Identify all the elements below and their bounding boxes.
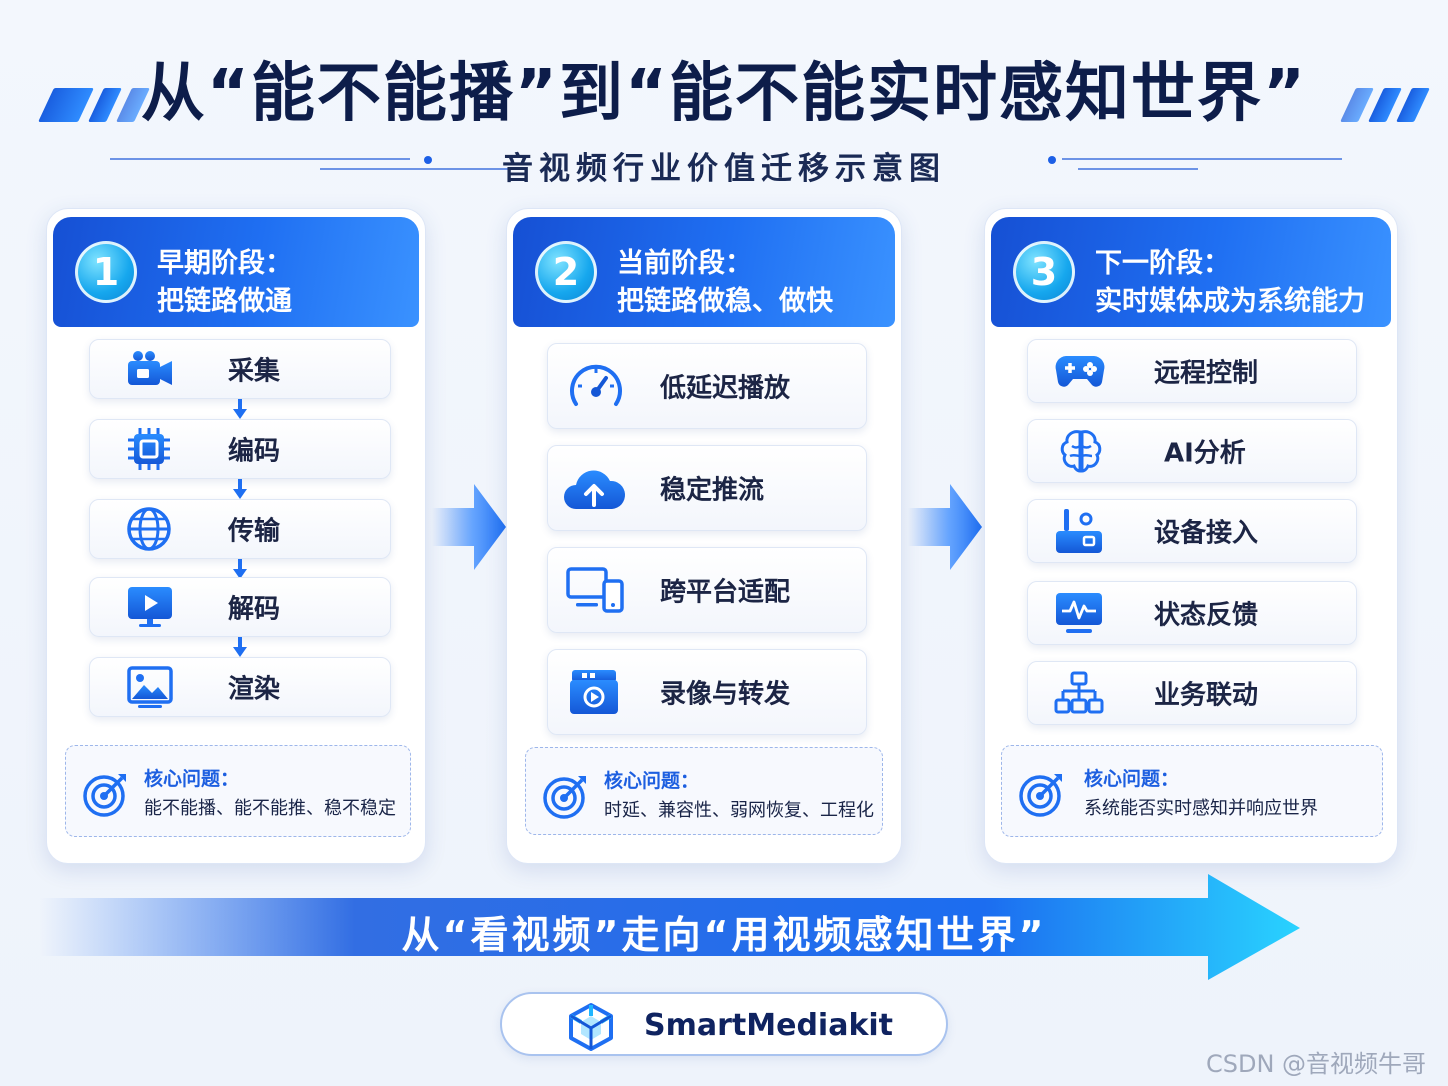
list-item-encode: 编码 [89, 419, 391, 479]
down-arrow-icon [233, 559, 247, 579]
item-label: 跨平台适配 [660, 577, 791, 608]
stage-1-goal: 把链路做通 [157, 286, 292, 317]
cloud-upload-icon [564, 470, 626, 509]
org-chart-icon [1054, 671, 1104, 714]
list-item-remote-control: 远程控制 [1027, 339, 1357, 403]
item-label: 采集 [228, 356, 281, 387]
item-label: 渲染 [228, 674, 281, 705]
target-icon [83, 774, 126, 817]
list-item-render: 渲染 [89, 657, 391, 717]
bottom-banner-arrow [40, 874, 1300, 980]
stage-1-card: 1 早期阶段： 把链路做通 采集 编码 传 [46, 208, 426, 864]
devices-icon [566, 567, 624, 613]
pulse-monitor-icon [1056, 593, 1102, 633]
item-label: 解码 [228, 594, 281, 625]
stage-3-number-badge: 3 [1013, 241, 1075, 303]
list-item-device-access: 设备接入 [1027, 499, 1357, 563]
core-issue-text: 能不能播、能不能推、稳不稳定 [144, 798, 396, 819]
globe-icon [127, 507, 171, 551]
list-item-decode: 解码 [89, 577, 391, 637]
stage-1-core-issue: 核心问题： 能不能播、能不能推、稳不稳定 [65, 745, 411, 837]
subtitle-line-right [1048, 150, 1348, 174]
item-label: 设备接入 [1154, 518, 1259, 549]
stage-3-goal: 实时媒体成为系统能力 [1095, 286, 1365, 317]
device-router-icon [1056, 509, 1102, 553]
stage-arrow-2-to-3 [908, 484, 982, 570]
cube-logo-icon [569, 1003, 613, 1051]
list-item-low-latency: 低延迟播放 [547, 343, 867, 429]
brain-icon [1060, 430, 1102, 473]
core-issue-title: 核心问题： [1084, 768, 1180, 790]
core-issue-text: 系统能否实时感知并响应世界 [1084, 798, 1318, 819]
right-stripes-decoration [1340, 88, 1430, 122]
stage-2-goal: 把链路做稳、做快 [617, 286, 833, 317]
down-arrow-icon [233, 399, 247, 419]
chip-icon [128, 428, 170, 470]
item-label: 稳定推流 [660, 475, 765, 506]
stage-1-number-badge: 1 [75, 241, 137, 303]
subtitle-line-left [110, 150, 510, 174]
item-label: 编码 [228, 436, 281, 467]
video-folder-icon [570, 670, 618, 714]
brand-name: SmartMediakit [644, 1008, 894, 1043]
down-arrow-icon [233, 637, 247, 657]
item-label: 业务联动 [1154, 680, 1259, 711]
list-item-business-linkage: 业务联动 [1027, 661, 1357, 725]
stage-3-core-issue: 核心问题： 系统能否实时感知并响应世界 [1001, 745, 1383, 837]
stage-1-header: 1 早期阶段： 把链路做通 [53, 217, 419, 327]
item-label: AI分析 [1164, 438, 1246, 469]
item-label: 传输 [228, 516, 281, 547]
list-item-status-feedback: 状态反馈 [1027, 581, 1357, 645]
image-icon [127, 666, 173, 708]
page-subtitle: 音视频行业价值迁移示意图 [502, 151, 946, 187]
list-item-ai-analysis: AI分析 [1027, 419, 1357, 483]
stage-3-title: 下一阶段： [1095, 248, 1230, 279]
list-item-capture: 采集 [89, 339, 391, 399]
stage-2-number-badge: 2 [535, 241, 597, 303]
bottom-banner-text: 从“看视频”走向“用视频感知世界” [401, 913, 1047, 957]
brand-badge: SmartMediakit [500, 992, 948, 1056]
item-label: 状态反馈 [1154, 600, 1259, 631]
stage-1-title: 早期阶段： [157, 248, 292, 279]
item-label: 远程控制 [1154, 358, 1259, 389]
list-item-transmit: 传输 [89, 499, 391, 559]
core-issue-text: 时延、兼容性、弱网恢复、工程化 [604, 800, 874, 821]
stage-3-header: 3 下一阶段： 实时媒体成为系统能力 [991, 217, 1391, 327]
stage-2-core-issue: 核心问题： 时延、兼容性、弱网恢复、工程化 [525, 747, 883, 835]
core-issue-title: 核心问题： [604, 770, 700, 792]
video-camera-icon [128, 351, 172, 385]
stage-3-card: 3 下一阶段： 实时媒体成为系统能力 远程控制 AI分析 设备接入 [984, 208, 1398, 864]
down-arrow-icon [233, 479, 247, 499]
list-item-record-forward: 录像与转发 [547, 649, 867, 735]
item-label: 录像与转发 [660, 679, 791, 710]
stage-2-title: 当前阶段： [617, 248, 752, 279]
core-issue-title: 核心问题： [144, 768, 240, 790]
target-icon [1019, 774, 1062, 817]
list-item-stable-push: 稳定推流 [547, 445, 867, 531]
monitor-play-icon [128, 587, 172, 627]
speedometer-icon [570, 364, 622, 406]
watermark-text: CSDN @音视频牛哥 [1206, 1050, 1427, 1078]
item-label: 低延迟播放 [660, 373, 791, 404]
stage-2-card: 2 当前阶段： 把链路做稳、做快 低延迟播放 稳定推流 跨平台适配 [506, 208, 902, 864]
page-title: 从“能不能播”到“能不能实时感知世界” [140, 57, 1308, 131]
stage-arrow-1-to-2 [432, 484, 506, 570]
target-icon [543, 776, 586, 819]
list-item-cross-platform: 跨平台适配 [547, 547, 867, 633]
stage-2-header: 2 当前阶段： 把链路做稳、做快 [513, 217, 895, 327]
gamepad-icon [1055, 356, 1105, 387]
